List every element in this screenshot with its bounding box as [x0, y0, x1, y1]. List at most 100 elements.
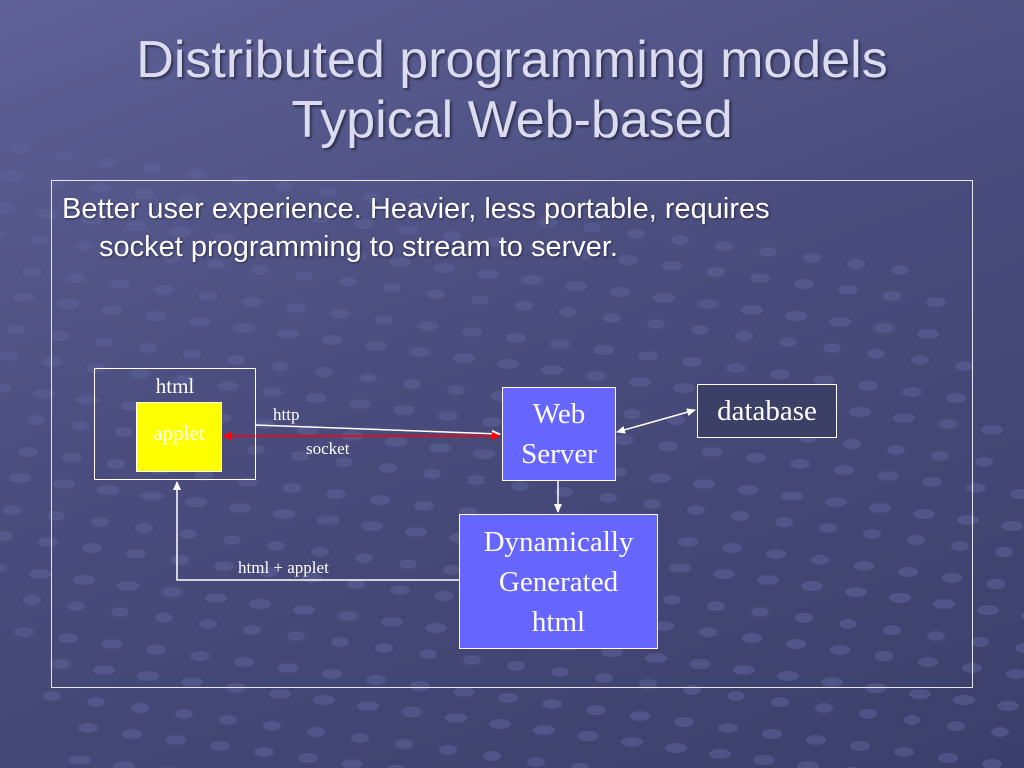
background-dot	[907, 535, 925, 545]
background-dot	[93, 665, 115, 675]
background-dot	[169, 227, 191, 237]
background-dot	[175, 709, 193, 719]
background-dot	[219, 715, 237, 725]
background-dot	[801, 581, 823, 591]
background-dot	[966, 483, 986, 493]
background-dot	[403, 379, 421, 389]
background-dot	[439, 745, 457, 755]
background-dot	[407, 199, 425, 209]
background-dot	[366, 675, 386, 685]
background-dot	[823, 343, 841, 353]
background-dot	[654, 621, 674, 631]
background-dot	[873, 323, 895, 333]
background-dot	[62, 453, 82, 463]
background-dot	[257, 239, 279, 249]
background-dot	[225, 683, 247, 693]
background-dot	[210, 741, 230, 751]
background-dot	[903, 715, 921, 725]
background-dot	[49, 659, 71, 669]
background-dot	[753, 755, 775, 765]
background-dot	[735, 331, 753, 341]
background-dot	[346, 579, 366, 589]
background-dot	[113, 761, 135, 768]
background-dot	[955, 361, 973, 371]
background-dot	[77, 395, 99, 405]
bullet-line-2: socket programming to stream to server.	[99, 231, 618, 263]
background-dot	[223, 535, 241, 545]
background-dot	[942, 573, 962, 583]
background-dot	[874, 651, 894, 661]
background-dot	[143, 163, 161, 173]
background-dot	[27, 415, 45, 425]
background-dot	[689, 659, 711, 669]
background-dot	[155, 613, 173, 623]
background-dot	[269, 689, 291, 699]
background-dot	[11, 145, 29, 155]
background-dot	[986, 579, 1006, 589]
http-label: http	[273, 405, 300, 424]
background-dot	[599, 493, 617, 503]
background-dot	[293, 605, 315, 615]
background-dot	[839, 619, 857, 629]
background-dot	[781, 491, 803, 501]
background-dot	[882, 291, 902, 301]
background-dot	[69, 755, 91, 765]
background-dot	[946, 393, 966, 403]
background-dot	[662, 261, 682, 271]
content-frame	[51, 180, 973, 688]
background-dot	[51, 331, 69, 341]
background-dot	[111, 607, 129, 617]
background-dot	[58, 633, 78, 643]
background-dot	[321, 335, 343, 345]
background-dot	[702, 447, 722, 457]
background-dot	[565, 281, 587, 291]
background-dot	[434, 591, 454, 601]
background-dot	[727, 691, 745, 701]
background-dot	[337, 611, 359, 621]
background-dot	[869, 503, 891, 513]
background-dot	[953, 695, 975, 705]
background-dot	[511, 481, 529, 491]
background-dot	[351, 733, 369, 743]
background-dot	[322, 669, 342, 679]
background-dot	[106, 459, 126, 469]
background-dot	[249, 599, 271, 609]
background-dot	[199, 619, 217, 629]
background-dot	[541, 365, 563, 375]
background-dot	[674, 717, 694, 727]
background-dot	[0, 383, 11, 393]
background-dot	[663, 595, 681, 605]
background-dot	[278, 663, 298, 673]
background-dot	[251, 265, 269, 275]
background-dot	[213, 233, 235, 243]
background-dot	[389, 257, 411, 267]
background-dot	[326, 489, 346, 499]
slide-title: Distributed programming models Typical W…	[0, 30, 1024, 150]
background-dot	[122, 729, 142, 739]
background-dot	[277, 329, 299, 339]
background-dot	[815, 703, 833, 713]
background-dot	[3, 505, 21, 515]
title-line-2: Typical Web-based	[291, 91, 733, 149]
html-applet-label: html + applet	[238, 558, 329, 577]
background-dot	[898, 567, 918, 577]
background-dot	[14, 627, 34, 637]
applet-box: applet	[136, 402, 222, 472]
background-dot	[137, 671, 159, 681]
background-dot	[515, 301, 533, 311]
background-dot	[586, 705, 606, 715]
background-dot	[571, 763, 589, 768]
background-dot	[331, 637, 349, 647]
background-dot	[418, 321, 438, 331]
socket-label: socket	[306, 439, 350, 458]
background-dot	[87, 697, 105, 707]
background-dot	[187, 169, 205, 179]
background-dot	[795, 613, 813, 623]
background-dot	[878, 471, 898, 481]
background-dot	[918, 657, 938, 667]
background-dot	[829, 317, 851, 327]
background-dot	[981, 425, 1003, 435]
background-dot	[982, 759, 1002, 768]
background-dot	[9, 473, 31, 483]
background-dot	[991, 727, 1009, 737]
